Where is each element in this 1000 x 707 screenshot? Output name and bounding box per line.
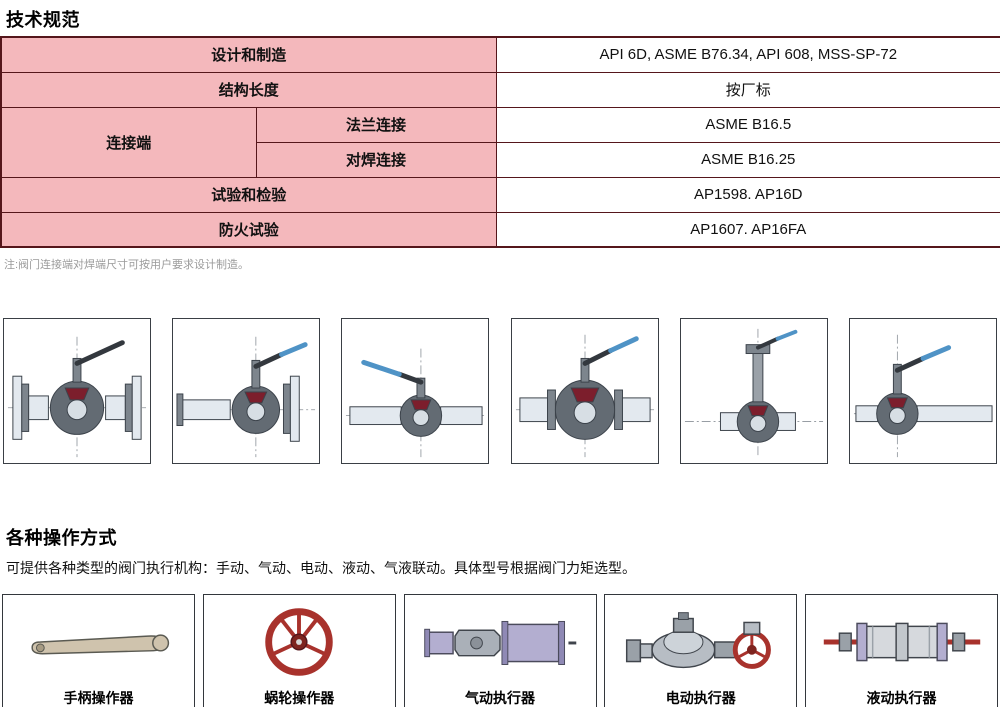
actuator-card-handle: 手柄操作器	[2, 594, 195, 707]
spec-value-buttweld: ASME B16.25	[495, 141, 1000, 178]
long-pipe-ball-valve-drawing-icon	[853, 334, 993, 458]
section-title-specs: 技术规范	[6, 10, 80, 30]
vertical-stem-ball-valve-drawing-icon	[684, 328, 823, 458]
spec-label-buttweld: 对焊连接	[255, 141, 497, 178]
table-row: 结构长度 按厂标	[0, 71, 1000, 108]
spec-label-design: 设计和制造	[0, 36, 497, 73]
table-row: 防火试验 AP1607. AP16FA	[0, 211, 1000, 248]
spec-table: 设计和制造 API 6D, ASME B76.34, API 608, MSS-…	[0, 36, 1000, 248]
actuator-image	[3, 595, 194, 688]
actuator-image	[405, 595, 596, 688]
valve-figure-5	[679, 318, 828, 464]
valve-figure-4	[510, 318, 659, 464]
actuator-card-wormgear: 蜗轮操作器	[202, 594, 396, 707]
table-note: 注:阀门连接端对焊端尺寸可按用户要求设计制造。	[4, 259, 250, 271]
section-title-operations: 各种操作方式	[6, 528, 117, 548]
valve-figure-1	[3, 318, 151, 464]
table-row: 连接端 法兰连接 ASME B16.5	[0, 106, 1000, 178]
actuator-label: 电动执行器	[665, 690, 736, 706]
valve-figure-2	[172, 318, 321, 464]
operations-description: 可提供各种类型的阀门执行机构：手动、气动、电动、液动、气液联动。具体型号根据阀门…	[6, 560, 636, 576]
spec-value-design: API 6D, ASME B76.34, API 608, MSS-SP-72	[495, 36, 1000, 73]
compact-welded-ball-valve-drawing-icon	[346, 348, 485, 458]
full-bore-ball-valve-drawing-icon	[515, 334, 654, 458]
spec-value-fire: AP1607. AP16FA	[495, 211, 1000, 248]
valve-figure-6	[848, 318, 997, 464]
spec-label-test: 试验和检验	[0, 176, 497, 213]
actuator-image	[605, 595, 796, 688]
handwheel-icon	[265, 607, 333, 676]
table-row: 设计和制造 API 6D, ASME B76.34, API 608, MSS-…	[0, 36, 1000, 73]
spec-value-test: AP1598. AP16D	[495, 176, 1000, 213]
extended-stem-ball-valve-drawing-icon	[176, 336, 316, 458]
actuator-label: 气动执行器	[465, 690, 535, 706]
table-row: 试验和检验 AP1598. AP16D	[0, 176, 1000, 213]
actuator-card-hydraulic: 液动执行器	[805, 594, 998, 707]
spec-label-fire: 防火试验	[0, 211, 497, 248]
actuator-label: 液动执行器	[866, 690, 937, 706]
spec-label-connection: 连接端	[0, 106, 257, 178]
actuator-label: 蜗轮操作器	[264, 690, 335, 706]
actuator-card-pneumatic: 气动执行器	[403, 594, 597, 707]
actuator-label: 手柄操作器	[63, 690, 134, 706]
spec-label-flange: 法兰连接	[255, 106, 497, 143]
flanged-ball-valve-drawing-icon	[7, 336, 147, 458]
hydraulic-actuator-icon	[823, 622, 980, 661]
actuator-image	[204, 595, 395, 688]
actuator-card-electric: 电动执行器	[604, 594, 798, 707]
pneumatic-actuator-icon	[424, 620, 577, 665]
valve-figure-3	[341, 318, 490, 464]
actuator-row: 手柄操作器 蜗轮操作器	[0, 594, 1000, 707]
actuator-image	[806, 595, 997, 688]
electric-actuator-icon	[625, 611, 771, 669]
spec-value-length: 按厂标	[495, 71, 1000, 108]
spec-label-length: 结构长度	[0, 71, 497, 108]
spec-value-flange: ASME B16.5	[495, 106, 1000, 143]
lever-handle-icon	[30, 633, 169, 654]
valve-figures-row	[0, 318, 1000, 464]
